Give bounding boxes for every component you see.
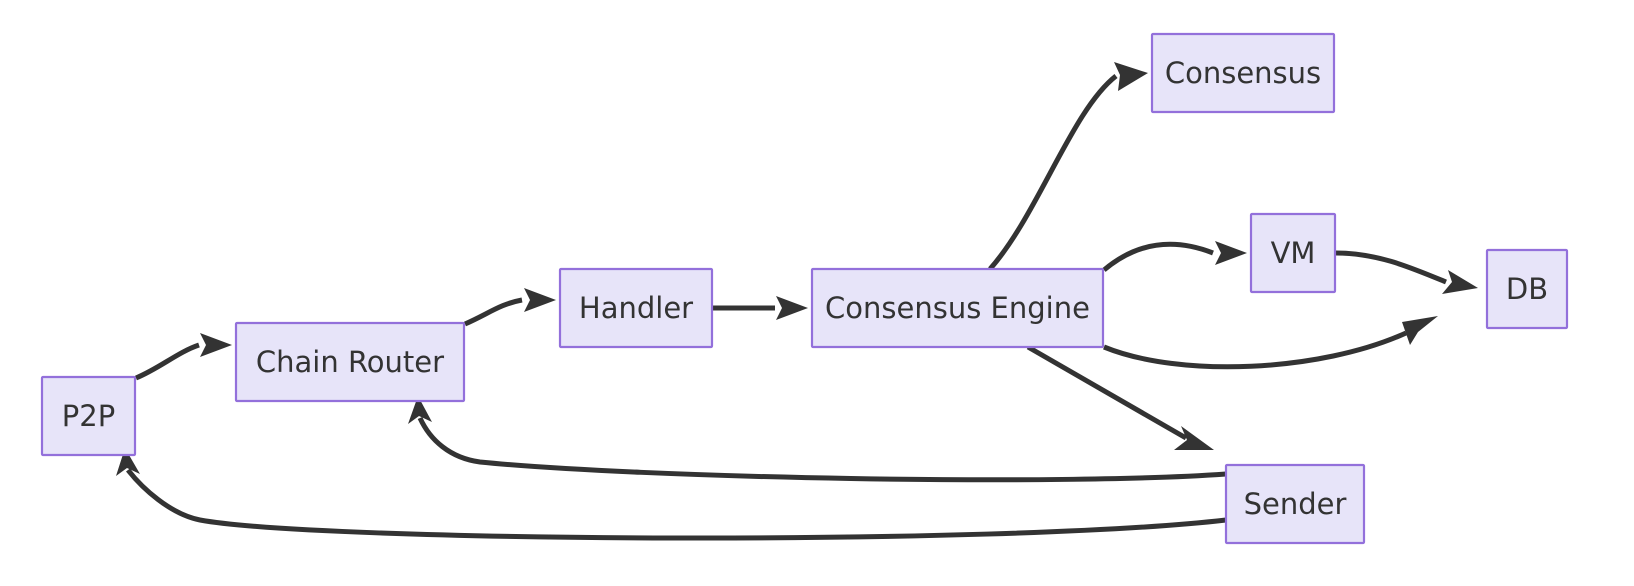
arrow-head-icon (200, 333, 232, 357)
node-consensus[interactable]: Consensus (1150, 32, 1336, 114)
edge-consensus-engine-to-db (1103, 316, 1438, 370)
arrow-head-icon (408, 396, 432, 424)
node-p2p[interactable]: P2P (40, 375, 137, 457)
node-label: Handler (579, 291, 693, 325)
node-shape (1224, 463, 1366, 545)
node-label: Chain Router (256, 345, 444, 379)
edge-line (1026, 344, 1188, 441)
edge-line (988, 74, 1118, 271)
edge-layer (116, 62, 1478, 541)
arrow-head-icon (1114, 62, 1148, 91)
edge-consensus-engine-to-consensus (988, 62, 1148, 271)
edge-consensus-engine-to-sender (1026, 344, 1214, 450)
edge-handler-to-consensus-engine (713, 296, 808, 320)
edge-line (417, 416, 1227, 483)
edge-line (464, 297, 523, 327)
edge-vm-to-db (1335, 250, 1478, 294)
edge-sender-to-p2p (116, 448, 1227, 541)
node-shape (1150, 32, 1336, 114)
node-label: P2P (62, 399, 115, 433)
arrow-head-icon (1442, 270, 1478, 294)
node-sender[interactable]: Sender (1224, 463, 1366, 545)
edge-sender-to-chain-router (408, 396, 1227, 483)
node-consensus-engine[interactable]: Consensus Engine (810, 267, 1105, 349)
node-shape (234, 321, 466, 403)
node-label: Consensus Engine (825, 291, 1090, 325)
edge-line (135, 342, 200, 381)
node-label: VM (1271, 236, 1316, 270)
node-shape (1485, 248, 1569, 330)
node-label: Consensus (1165, 56, 1321, 90)
edge-chain-router-to-handler (464, 288, 556, 327)
node-label: DB (1506, 272, 1548, 306)
node-handler[interactable]: Handler (558, 267, 714, 349)
node-vm[interactable]: VM (1249, 212, 1337, 294)
arrow-head-icon (776, 296, 808, 320)
node-shape (40, 375, 137, 457)
node-shape (558, 267, 714, 349)
edge-line (1103, 330, 1408, 370)
edge-p2p-to-chain-router (135, 333, 232, 381)
node-chain-router[interactable]: Chain Router (234, 321, 466, 403)
arrow-head-icon (1174, 426, 1214, 450)
arrow-head-icon (116, 448, 140, 476)
edge-line (1335, 250, 1447, 285)
node-db[interactable]: DB (1485, 248, 1569, 330)
arrow-head-icon (524, 288, 556, 312)
edge-line (126, 468, 1227, 541)
edge-consensus-engine-to-vm (1102, 241, 1247, 272)
node-shape (1249, 212, 1337, 294)
arrow-head-icon (1215, 241, 1247, 265)
node-layer: P2P Chain Router Handler Consensus Engin… (40, 32, 1569, 545)
node-shape (810, 267, 1105, 349)
edge-line (1102, 241, 1214, 272)
node-label: Sender (1244, 487, 1347, 521)
arrow-head-icon (1402, 316, 1438, 345)
